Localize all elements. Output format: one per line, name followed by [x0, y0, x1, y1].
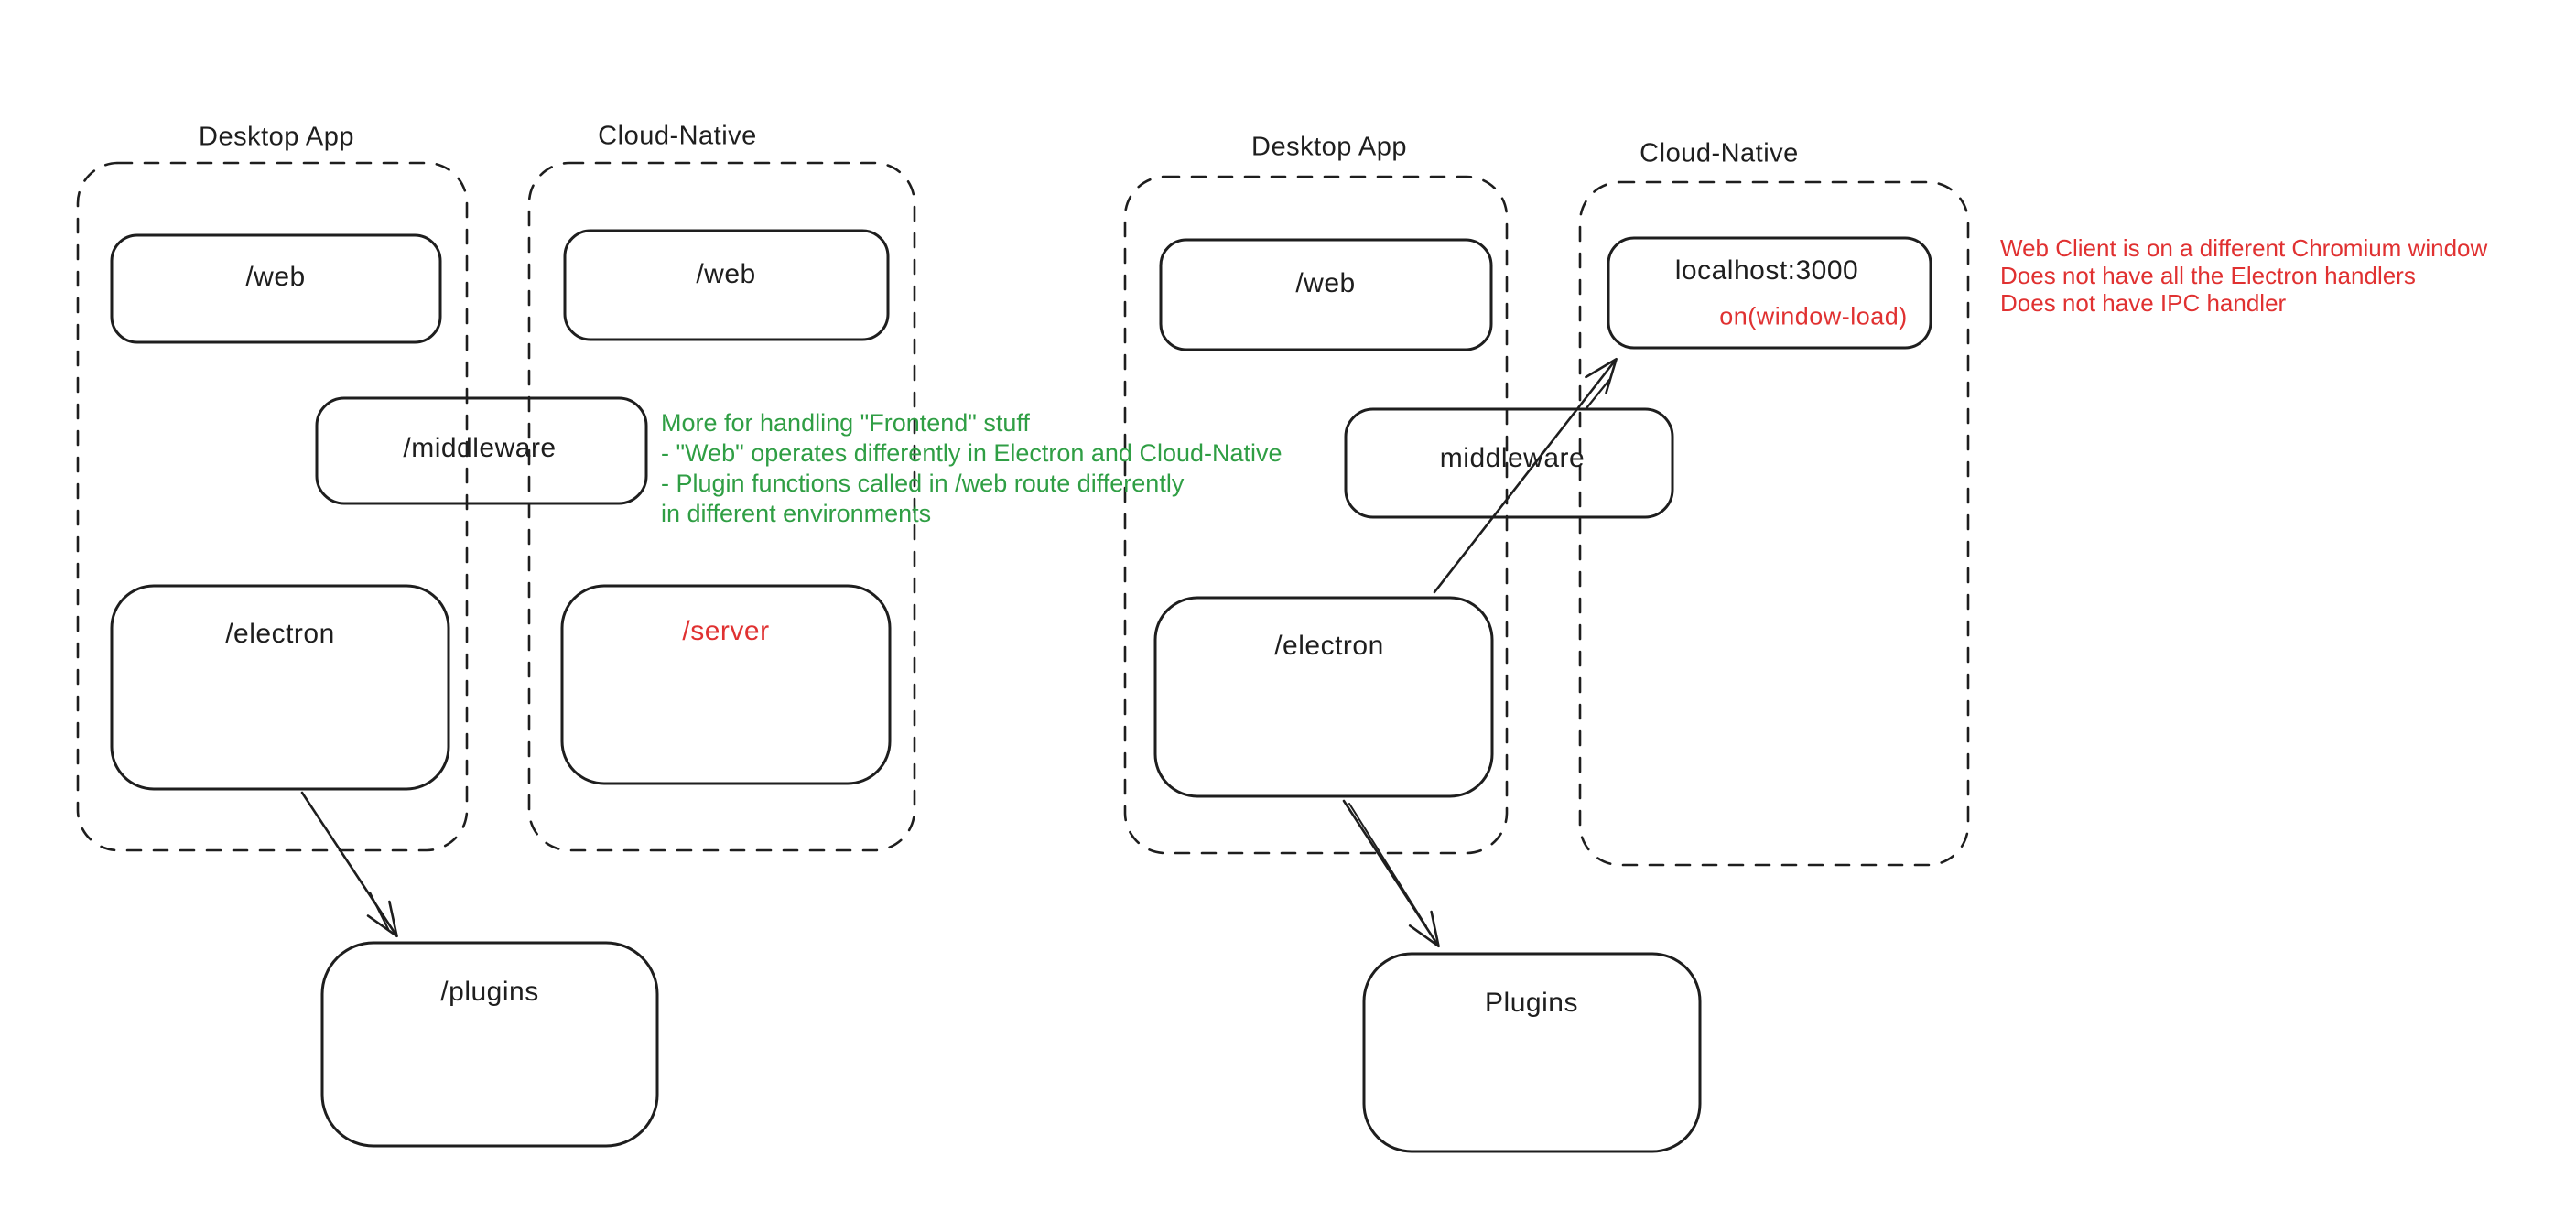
red-note-line: Web Client is on a different Chromium wi… — [2000, 234, 2488, 262]
left-desktop-app-title: Desktop App — [199, 122, 354, 152]
left-cloud-web-label: /web — [696, 259, 756, 289]
arrow-sketch-stroke — [1585, 378, 1611, 410]
red-annotation-note: Web Client is on a different Chromium wi… — [2000, 234, 2487, 317]
right-localhost-box — [1607, 236, 1932, 350]
right-electron-label: /electron — [1274, 631, 1384, 661]
right-desktop-app-title: Desktop App — [1251, 132, 1407, 162]
left-desktop-web-box — [110, 233, 442, 344]
left-electron-box — [110, 584, 450, 791]
left-cloud-web-box — [563, 229, 890, 341]
left-desktop-app-container — [76, 161, 469, 852]
left-server-label: /server — [682, 616, 770, 646]
right-plugins-box — [1362, 952, 1702, 1153]
green-note-line: - "Web" operates differently in Electron… — [661, 439, 1283, 467]
left-plugins-label: /plugins — [440, 977, 539, 1007]
green-note-line: in different environments — [661, 500, 932, 527]
right-localhost-label: localhost:3000 — [1674, 255, 1859, 286]
red-note-line: Does not have all the Electron handlers — [2000, 262, 2416, 289]
left-server-box — [560, 584, 892, 785]
right-desktop-app-container — [1123, 175, 1509, 855]
red-note-line: Does not have IPC handler — [2000, 289, 2287, 317]
left-desktop-web-label: /web — [245, 262, 306, 292]
arrow-electron-to-plugins-left — [300, 791, 398, 938]
left-plugins-box — [320, 941, 659, 1148]
green-note-line: More for handling "Frontend" stuff — [661, 409, 1030, 437]
left-cloud-native-title: Cloud-Native — [598, 121, 757, 151]
right-desktop-web-box — [1159, 238, 1493, 351]
arrow-sketch-stroke — [368, 891, 390, 931]
arrow-sketch-stroke — [1348, 803, 1427, 927]
right-desktop-web-label: /web — [1295, 268, 1356, 298]
right-window-load-label: on(window-load) — [1719, 302, 1908, 330]
right-middleware-box — [1344, 407, 1674, 519]
left-electron-label: /electron — [225, 619, 335, 649]
left-middleware-box — [315, 396, 648, 505]
green-annotation-note: More for handling "Frontend" stuff - "We… — [661, 408, 1283, 529]
right-cloud-native-title: Cloud-Native — [1640, 138, 1799, 168]
right-middleware-label: middleware — [1439, 443, 1586, 473]
arrow-electron-to-localhost — [1433, 357, 1618, 594]
left-cloud-native-container — [527, 161, 916, 852]
right-electron-box — [1153, 596, 1494, 798]
right-cloud-native-container — [1578, 180, 1970, 867]
right-plugins-label: Plugins — [1485, 988, 1578, 1018]
left-middleware-label: /middleware — [403, 433, 557, 463]
green-note-line: - Plugin functions called in /web route … — [661, 470, 1185, 497]
